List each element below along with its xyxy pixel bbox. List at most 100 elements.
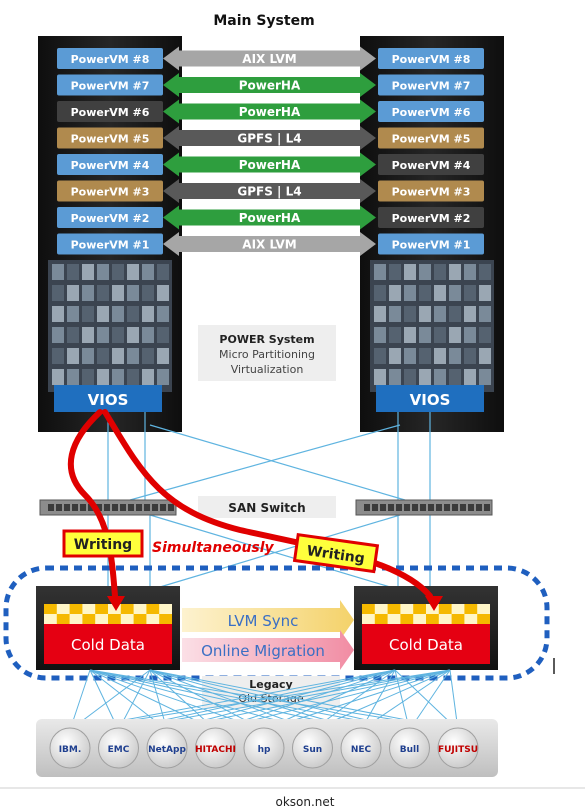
vendor-disc[interactable] bbox=[98, 727, 139, 769]
right-module-label: PowerVM #5 bbox=[392, 133, 471, 146]
hardware-slot bbox=[52, 369, 64, 385]
switch-ports bbox=[48, 504, 490, 511]
right-module-3[interactable] bbox=[378, 101, 484, 122]
data-block bbox=[69, 614, 83, 624]
left-storage-data-blocks bbox=[44, 604, 172, 624]
link-arrow-7 bbox=[163, 205, 376, 230]
hardware-slot bbox=[112, 285, 124, 301]
hardware-slot bbox=[389, 264, 401, 280]
hardware-slot bbox=[127, 306, 139, 322]
left-module-3[interactable] bbox=[57, 101, 163, 122]
vendor-disc[interactable] bbox=[49, 727, 91, 769]
hardware-slot bbox=[97, 264, 109, 280]
right-storage-label: Cold Data bbox=[389, 636, 463, 654]
hardware-slot bbox=[464, 327, 476, 343]
left-storage-label: Cold Data bbox=[71, 636, 145, 654]
power-system-box bbox=[198, 325, 336, 381]
left-vios-bar[interactable] bbox=[54, 385, 162, 412]
vendor-disc[interactable] bbox=[195, 727, 236, 769]
hardware-slot bbox=[127, 264, 139, 280]
hardware-slot bbox=[82, 285, 94, 301]
right-module-6[interactable] bbox=[378, 180, 484, 202]
hardware-slot bbox=[142, 327, 154, 343]
right-storage-unit[interactable] bbox=[354, 586, 498, 670]
link-arrow-4 bbox=[163, 126, 376, 150]
hardware-slot bbox=[434, 285, 446, 301]
link-arrow-8 bbox=[163, 232, 376, 256]
right-storage-data-blocks bbox=[362, 604, 490, 624]
link-arrow-5 bbox=[163, 152, 376, 177]
hardware-slot bbox=[52, 306, 64, 322]
switch-port bbox=[364, 504, 370, 511]
vendor-disc[interactable] bbox=[437, 727, 479, 769]
hardware-slot bbox=[82, 348, 94, 364]
left-module-5[interactable] bbox=[57, 154, 163, 175]
right-module-1[interactable] bbox=[378, 48, 484, 69]
hardware-slot bbox=[419, 327, 431, 343]
left-module-6[interactable] bbox=[57, 180, 163, 202]
left-module-2[interactable] bbox=[57, 74, 163, 96]
hardware-slot bbox=[142, 348, 154, 364]
hardware-slot bbox=[127, 348, 139, 364]
left-module-4[interactable] bbox=[57, 127, 163, 149]
switch-port bbox=[396, 504, 402, 511]
hardware-slot bbox=[157, 306, 169, 322]
switch-port bbox=[48, 504, 54, 511]
hardware-slot bbox=[67, 306, 79, 322]
left-module-label: PowerVM #3 bbox=[71, 186, 150, 199]
left-module-8[interactable] bbox=[57, 233, 163, 255]
power-system-title: POWER System bbox=[219, 333, 314, 346]
right-module-2[interactable] bbox=[378, 74, 484, 96]
left-module-label: PowerVM #1 bbox=[71, 239, 150, 252]
san-switch-label: SAN Switch bbox=[228, 501, 305, 515]
right-module-8[interactable] bbox=[378, 233, 484, 255]
hardware-slot bbox=[157, 369, 169, 385]
hardware-slot bbox=[52, 348, 64, 364]
switch-port bbox=[56, 504, 62, 511]
hardware-slot bbox=[127, 327, 139, 343]
vendor-disc[interactable] bbox=[292, 727, 333, 769]
right-module-label: PowerVM #4 bbox=[392, 159, 471, 172]
hardware-slot bbox=[52, 285, 64, 301]
left-module-label: PowerVM #7 bbox=[71, 80, 150, 93]
hardware-slot bbox=[374, 327, 386, 343]
data-block bbox=[82, 604, 96, 614]
right-vios-label: VIOS bbox=[410, 391, 451, 409]
switch-port bbox=[72, 504, 78, 511]
lvm-sync-arrow bbox=[182, 600, 354, 640]
power-system-line1: Micro Partitioning bbox=[219, 348, 315, 361]
hardware-slot bbox=[374, 306, 386, 322]
switch-port bbox=[144, 504, 150, 511]
hardware-slot bbox=[52, 327, 64, 343]
left-module-7[interactable] bbox=[57, 207, 163, 228]
right-module-7[interactable] bbox=[378, 207, 484, 228]
hardware-slot bbox=[404, 327, 416, 343]
data-block bbox=[95, 614, 108, 624]
switch-port bbox=[436, 504, 442, 511]
vendor-disc[interactable] bbox=[243, 727, 285, 769]
vendor-disc[interactable] bbox=[340, 727, 382, 769]
writing-badge-left bbox=[62, 529, 144, 558]
san-switch-label-box bbox=[198, 496, 336, 518]
vendor-disc[interactable] bbox=[146, 727, 188, 769]
data-block bbox=[387, 614, 401, 624]
vendor-disc[interactable] bbox=[389, 727, 430, 769]
switch-port bbox=[476, 504, 482, 511]
hardware-slot bbox=[112, 327, 124, 343]
vendor-logo-text: NetApp bbox=[148, 745, 186, 755]
right-module-label: PowerVM #6 bbox=[392, 106, 471, 119]
right-module-4[interactable] bbox=[378, 127, 484, 149]
right-module-label: PowerVM #7 bbox=[392, 80, 471, 93]
hardware-slot bbox=[82, 327, 94, 343]
data-block bbox=[133, 604, 147, 614]
left-storage-unit[interactable] bbox=[36, 586, 180, 670]
hardware-slot bbox=[374, 285, 386, 301]
right-vios-bar[interactable] bbox=[376, 385, 484, 412]
hardware-slot bbox=[449, 306, 461, 322]
hardware-slot bbox=[157, 285, 169, 301]
switch-port bbox=[452, 504, 458, 511]
left-module-1[interactable] bbox=[57, 48, 163, 69]
right-module-5[interactable] bbox=[378, 154, 484, 175]
